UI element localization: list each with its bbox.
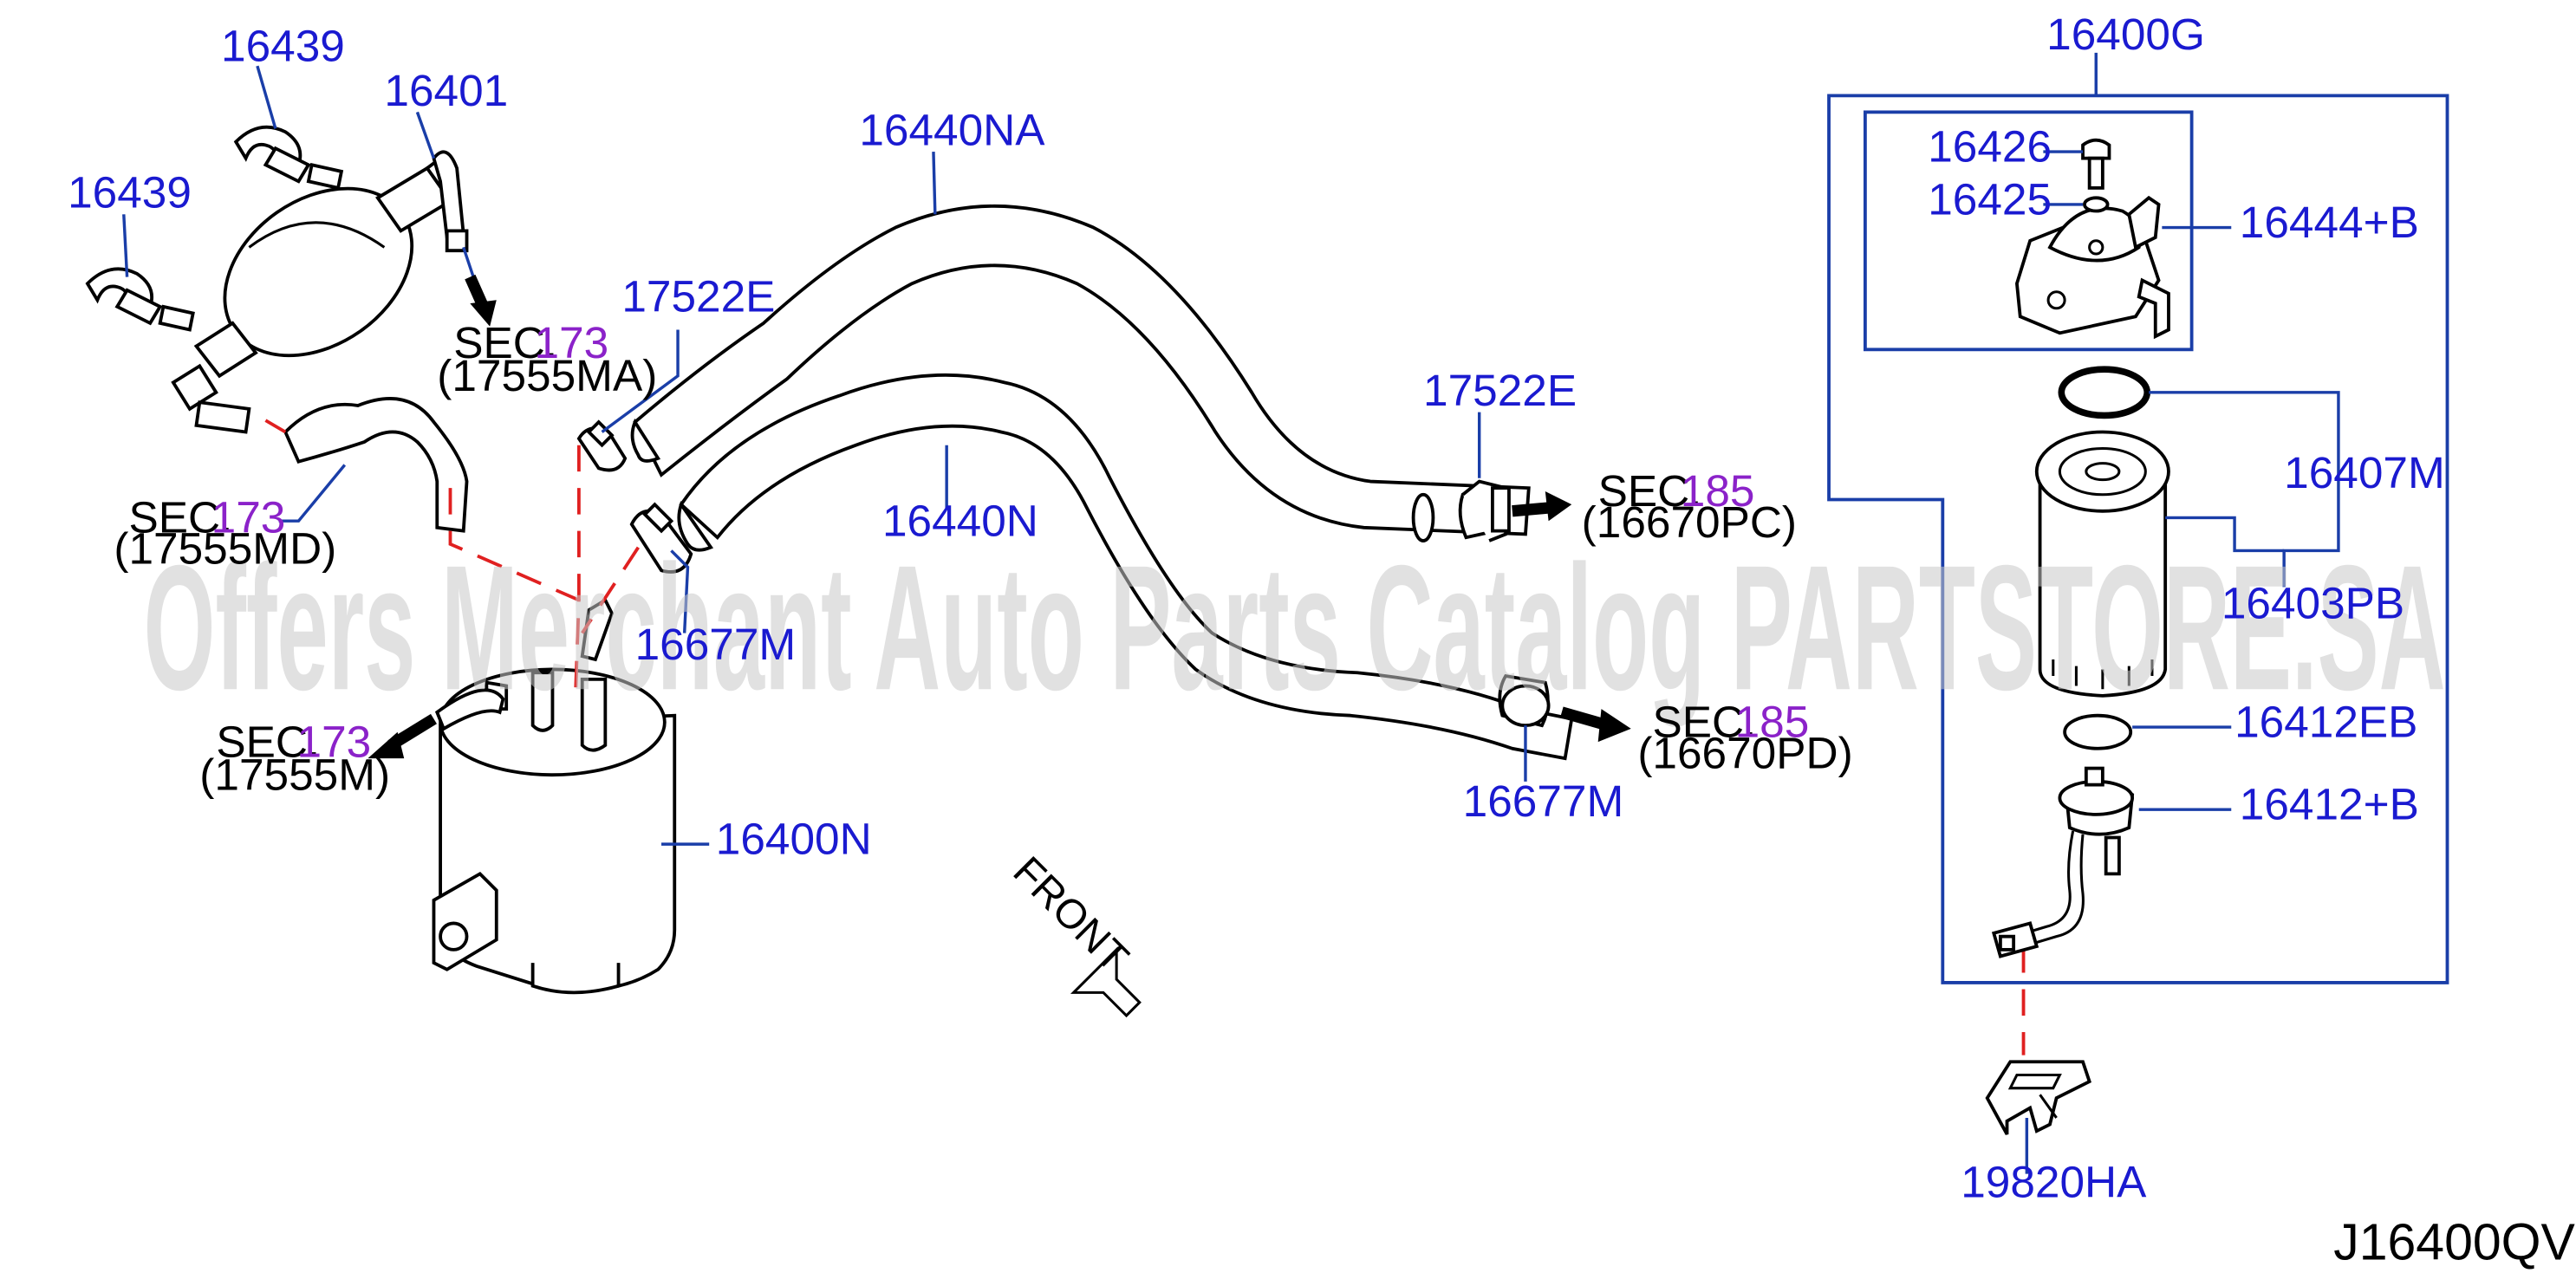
o-ring-16407M[interactable] <box>2058 366 2151 419</box>
label-16425[interactable]: 16425 <box>1928 174 2052 224</box>
front-direction-indicator: FRONT <box>1005 848 1142 1018</box>
sec-m-prefix: SEC. <box>216 717 320 766</box>
sec-pd-code: (16670PD) <box>1637 729 1852 778</box>
label-16407M[interactable]: 16407M <box>2284 448 2445 497</box>
sec-pc-code: (16670PC) <box>1582 497 1797 547</box>
label-16677M-left[interactable]: 16677M <box>635 620 797 669</box>
section-reference-md[interactable]: SEC. 173 (17555MD) <box>114 493 336 574</box>
label-16412B[interactable]: 16412+B <box>2240 780 2419 829</box>
label-16677M-right[interactable]: 16677M <box>1463 776 1624 826</box>
sec-ma-number: 173 <box>535 318 609 367</box>
hose-clamp-17522E-right[interactable] <box>1458 479 1511 542</box>
hose-clamp-16439-lower[interactable] <box>85 267 195 332</box>
label-16400N[interactable]: 16400N <box>716 815 872 864</box>
drawing-code: J16400QV <box>2333 1215 2575 1271</box>
label-16403PB[interactable]: 16403PB <box>2221 578 2404 627</box>
section-reference-ma[interactable]: SEC. 173 (17555MA) <box>437 318 657 400</box>
sec-ma-code: (17555MA) <box>437 351 657 400</box>
label-17522E-left[interactable]: 17522E <box>621 272 775 322</box>
label-16439-lower[interactable]: 16439 <box>68 168 192 218</box>
sec-md-prefix: SEC. <box>128 493 232 542</box>
sec-pd-prefix: SEC. <box>1652 697 1756 746</box>
sec-ma-prefix: SEC. <box>453 318 557 367</box>
watermark: Offers Merchant Auto Parts Catalog PARTS… <box>144 528 2446 727</box>
small-fuel-hose[interactable] <box>283 397 469 533</box>
washer-16425[interactable] <box>2083 196 2110 213</box>
filter-element-box-16400G <box>1827 94 2449 984</box>
label-16444B[interactable]: 16444+B <box>2240 198 2419 247</box>
label-16440N[interactable]: 16440N <box>882 496 1038 545</box>
sec-md-code: (17555MD) <box>114 524 336 574</box>
hose-clamp-17522E-left[interactable] <box>576 419 628 472</box>
hose-clamp-16439-upper[interactable] <box>233 125 344 191</box>
part-number-labels: 16439 16439 16401 16440NA 17522E 17522E … <box>68 10 2445 1206</box>
section-arrows <box>368 274 1631 759</box>
bracket-19820HA[interactable] <box>1985 1060 2091 1135</box>
sec-m-number: 173 <box>297 717 372 766</box>
label-16400G[interactable]: 16400G <box>2046 10 2205 59</box>
sec-pd-number: 185 <box>1735 697 1810 746</box>
dashed-connection-lines <box>264 419 2026 1055</box>
section-reference-m[interactable]: SEC. 173 (17555M) <box>199 717 390 799</box>
section-reference-pd[interactable]: SEC. 185 (16670PD) <box>1637 697 1852 777</box>
bolt-16426[interactable] <box>2081 138 2111 190</box>
water-sensor-16412B[interactable] <box>1991 766 2135 958</box>
sec-pc-prefix: SEC. <box>1598 466 1702 516</box>
filter-cartridge-16403PB[interactable] <box>2034 430 2170 698</box>
label-16439-upper[interactable]: 16439 <box>221 21 345 70</box>
label-16440NA[interactable]: 16440NA <box>859 105 1045 154</box>
label-17522E-right[interactable]: 17522E <box>1423 366 1577 415</box>
label-16426[interactable]: 16426 <box>1928 121 2052 171</box>
priming-pump-16401[interactable] <box>171 150 469 434</box>
filter-head-16444B[interactable] <box>2015 195 2170 340</box>
sec-md-number: 173 <box>211 493 286 542</box>
label-16412EB[interactable]: 16412EB <box>2234 697 2417 746</box>
label-19820HA[interactable]: 19820HA <box>1961 1157 2147 1206</box>
fuel-filter-assembly-16400N[interactable] <box>432 597 677 995</box>
gasket-16412EB[interactable] <box>2063 713 2133 750</box>
label-16401[interactable]: 16401 <box>384 66 508 115</box>
sec-m-code: (17555M) <box>199 750 390 799</box>
leader-lines <box>122 52 2340 1174</box>
sec-pc-number: 185 <box>1681 466 1755 516</box>
section-reference-pc[interactable]: SEC. 185 (16670PC) <box>1582 466 1797 547</box>
